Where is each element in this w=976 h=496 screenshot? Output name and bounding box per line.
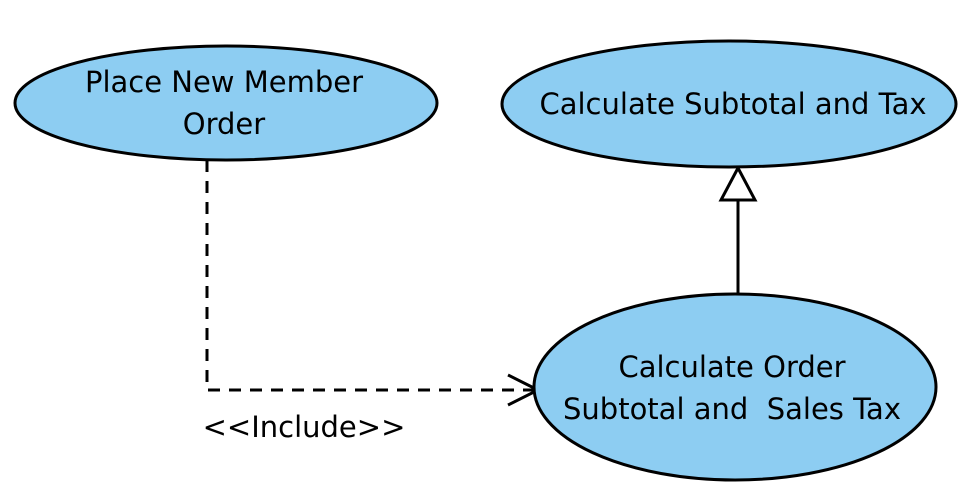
use-case-ellipse	[13, 44, 439, 162]
use-case-ellipse	[500, 39, 958, 169]
use-case-ellipse	[532, 292, 938, 482]
use-case-label-line-1: Calculate Order	[618, 350, 845, 384]
include-stereotype-label: <<Include>>	[203, 410, 406, 444]
generalization-relationship	[718, 164, 758, 293]
use-case-calculate-order-subtotal-and-sales-tax[interactable]: Calculate Order Subtotal and Sales Tax	[532, 292, 938, 482]
use-case-label-line-1: Calculate Subtotal and Tax	[539, 87, 926, 121]
use-case-label-line-1: Place New Member	[85, 65, 363, 99]
use-case-label-line-2: Subtotal and Sales Tax	[563, 392, 901, 426]
use-case-label-line-2: Order	[183, 107, 265, 141]
use-case-place-new-member-order[interactable]: Place New Member Order	[13, 44, 439, 162]
generalization-arrowhead	[718, 164, 758, 202]
include-relationship: <<Include>>	[203, 160, 542, 444]
use-case-calculate-subtotal-and-tax[interactable]: Calculate Subtotal and Tax	[500, 39, 958, 169]
include-connector-line	[205, 160, 538, 392]
